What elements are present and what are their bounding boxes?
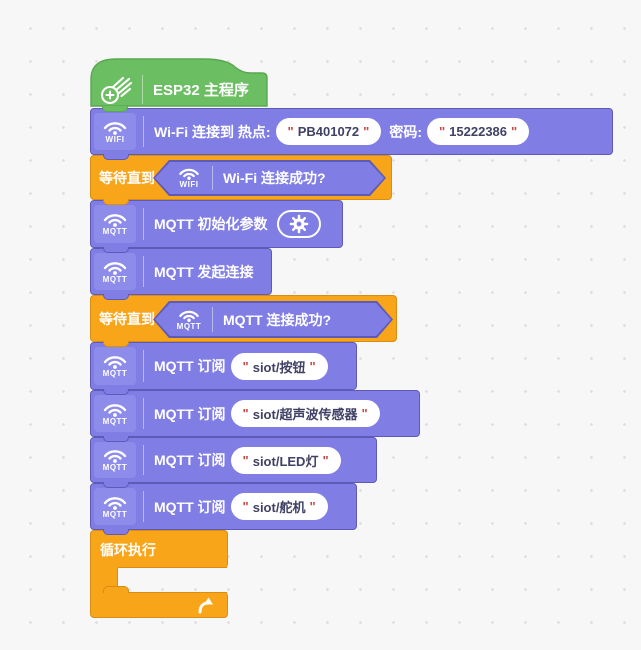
mqtt-topic-value: siot/舵机 — [252, 500, 306, 515]
divider — [143, 208, 144, 240]
condition-label: Wi-Fi 连接成功? — [223, 170, 326, 186]
divider — [212, 166, 213, 190]
mqtt-topic-value: siot/按钮 — [252, 359, 306, 375]
block-label: 等待直到 — [99, 310, 155, 327]
block-esp32-main-hat[interactable]: ESP32 主程序 — [90, 57, 268, 112]
block-label: MQTT 订阅 — [154, 358, 226, 374]
block-label: 等待直到 — [99, 169, 155, 186]
divider — [142, 75, 143, 104]
block-notch-tab — [103, 529, 129, 535]
mqtt-icon: MQTT — [94, 488, 136, 525]
mqtt-topic-value: siot/LED灯 — [252, 453, 319, 469]
mqtt-icon-label: MQTT — [102, 274, 128, 284]
block-mqtt-subscribe-button[interactable]: MQTT MQTT 订阅 "siot/按钮" — [90, 342, 357, 395]
block-label: MQTT 初始化参数 — [154, 216, 268, 232]
divider — [143, 491, 144, 522]
quote-mark: " — [322, 452, 329, 468]
block-label: MQTT 订阅 — [154, 498, 226, 515]
block-label: 循环执行 — [100, 541, 156, 558]
loop-top-arm[interactable]: 循环执行 — [90, 530, 228, 568]
block-notch-tab — [103, 247, 129, 253]
quote-mark: " — [242, 452, 249, 468]
divider — [143, 256, 144, 287]
block-mqtt-subscribe-led[interactable]: MQTT MQTT 订阅 "siot/LED灯" — [90, 437, 377, 488]
quote-mark: " — [242, 358, 249, 374]
mqtt-topic-input[interactable]: "siot/LED灯" — [230, 446, 341, 474]
loop-inner-notch — [103, 586, 129, 593]
block-notch-tab — [103, 436, 129, 442]
block-notch-tab — [102, 106, 128, 112]
block-notch-tab — [103, 389, 129, 395]
block-label: Wi-Fi 连接到 热点: — [154, 123, 271, 140]
wifi-icon-label: WIFI — [179, 180, 199, 189]
wifi-password-input[interactable]: "15222386" — [427, 118, 530, 145]
divider — [143, 445, 144, 475]
mqtt-icon-label: MQTT — [102, 227, 128, 236]
boolean-wifi-connected[interactable]: WIFI Wi-Fi 连接成功? — [153, 160, 386, 196]
mqtt-icon: MQTT — [94, 442, 136, 478]
mqtt-icon: MQTT — [172, 309, 206, 331]
quote-mark: " — [309, 358, 316, 374]
quote-mark: " — [361, 406, 368, 421]
mqtt-topic-input[interactable]: "siot/舵机" — [230, 493, 328, 520]
quote-mark: " — [309, 499, 316, 514]
block-label: ESP32 主程序 — [153, 82, 249, 99]
quote-mark: " — [242, 406, 249, 421]
mqtt-icon-label: MQTT — [102, 416, 128, 426]
loop-arrow-icon — [196, 597, 215, 617]
mindplus-logo-icon — [96, 74, 136, 105]
loop-bottom-arm[interactable] — [90, 586, 228, 618]
mqtt-topic-value: siot/超声波传感器 — [252, 407, 358, 422]
quote-mark: " — [511, 124, 518, 139]
wifi-icon: WIFI — [94, 113, 136, 150]
mqtt-icon: MQTT — [94, 347, 136, 385]
block-notch-tab — [103, 294, 129, 300]
block-notch-tab — [103, 154, 129, 160]
mqtt-topic-input[interactable]: "siot/超声波传感器" — [230, 400, 380, 427]
wifi-ssid-input[interactable]: "PB401072" — [275, 118, 382, 145]
quote-mark: " — [287, 124, 294, 139]
mqtt-icon-label: MQTT — [176, 321, 202, 331]
block-notch-tab — [103, 199, 129, 205]
divider — [143, 350, 144, 382]
mqtt-topic-input[interactable]: "siot/按钮" — [230, 352, 328, 380]
mqtt-icon: MQTT — [94, 395, 136, 432]
quote-mark: " — [439, 124, 446, 139]
block-label: MQTT 订阅 — [154, 405, 226, 422]
mqtt-icon: MQTT — [94, 253, 136, 290]
divider — [212, 307, 213, 332]
wifi-ssid-value: PB401072 — [297, 124, 360, 139]
block-mqtt-subscribe-ultrasonic[interactable]: MQTT MQTT 订阅 "siot/超声波传感器" — [90, 390, 420, 442]
block-label: MQTT 发起连接 — [154, 263, 254, 280]
block-wait-until-mqtt[interactable]: 等待直到 MQTT MQTT 连接成功? — [90, 295, 397, 347]
settings-gear-button[interactable] — [276, 210, 321, 238]
block-notch-tab — [103, 341, 129, 347]
block-mqtt-subscribe-servo[interactable]: MQTT MQTT 订阅 "siot/舵机" — [90, 483, 357, 535]
wifi-password-value: 15222386 — [449, 124, 508, 139]
mqtt-icon-label: MQTT — [102, 509, 128, 519]
boolean-mqtt-connected[interactable]: MQTT MQTT 连接成功? — [153, 301, 393, 338]
block-mqtt-init-params[interactable]: MQTT MQTT 初始化参数 — [90, 200, 343, 253]
block-mqtt-start-connect[interactable]: MQTT MQTT 发起连接 — [90, 248, 272, 300]
quote-mark: " — [363, 124, 370, 139]
condition-label: MQTT 连接成功? — [223, 311, 332, 328]
block-label: MQTT 订阅 — [154, 452, 226, 468]
block-wait-until-wifi[interactable]: 等待直到 WIFI Wi-Fi 连接成功? — [90, 155, 392, 205]
mqtt-icon-label: MQTT — [102, 463, 128, 472]
block-notch-tab — [103, 482, 129, 488]
gear-icon — [289, 214, 308, 234]
quote-mark: " — [242, 499, 249, 514]
divider — [143, 116, 144, 147]
mqtt-icon-label: MQTT — [102, 369, 128, 378]
block-wifi-connect[interactable]: WIFI Wi-Fi 连接到 热点: "PB401072" 密码: "15222… — [90, 108, 613, 160]
divider — [143, 398, 144, 429]
mqtt-icon: MQTT — [94, 205, 136, 243]
wifi-icon-label: WIFI — [105, 134, 125, 144]
block-forever-loop[interactable]: 循环执行 — [90, 530, 228, 618]
block-label: 密码: — [389, 123, 422, 140]
wifi-icon: WIFI — [172, 167, 206, 189]
hat-block-shape — [90, 58, 268, 107]
